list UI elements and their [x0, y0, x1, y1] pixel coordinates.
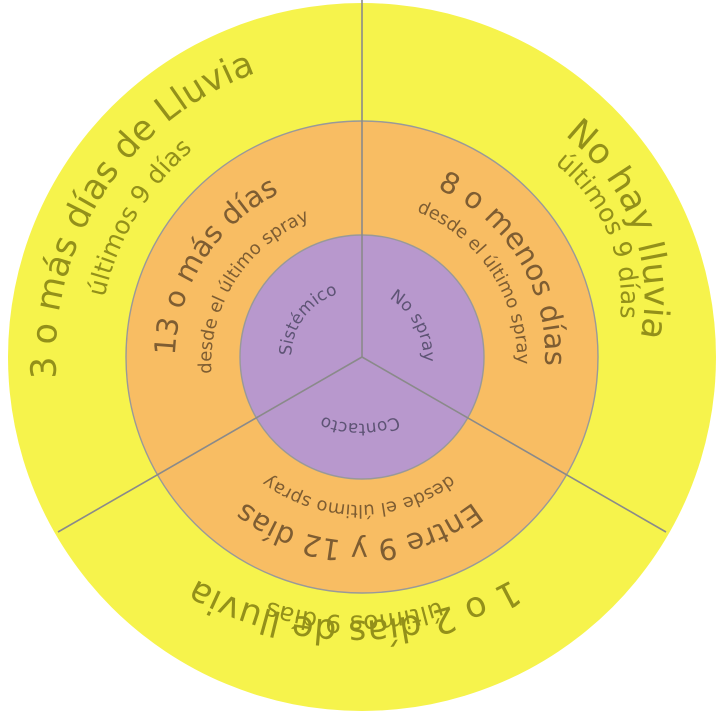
divider-lower-right	[361, 356, 667, 533]
divider-lower-left	[57, 356, 363, 533]
